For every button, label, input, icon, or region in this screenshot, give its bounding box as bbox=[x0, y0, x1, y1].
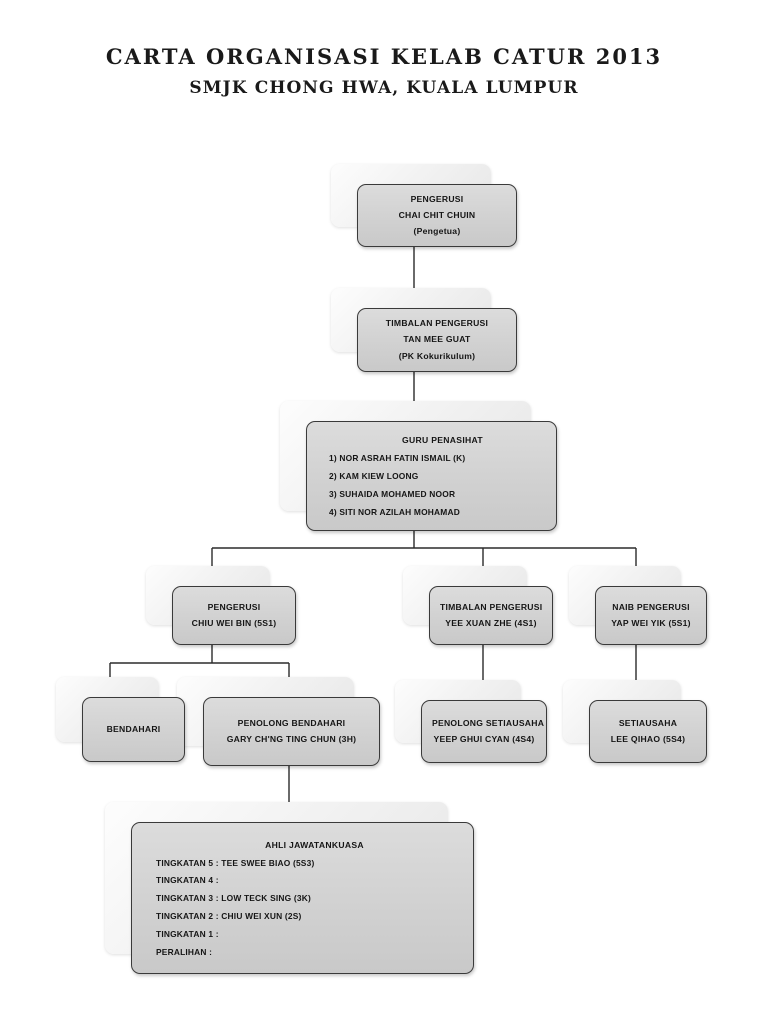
node-name: CHIU WEI BIN (5S1) bbox=[191, 618, 277, 628]
node-name: GARY CH'NG TING CHUN (3H) bbox=[226, 734, 357, 744]
node-penolong-setiausaha[interactable]: PENOLONG SETIAUSAHA YEEP GHUI CYAN (4S4) bbox=[395, 680, 547, 763]
node-role: PENOLONG BENDAHARI bbox=[237, 717, 346, 728]
chart-title: CARTA ORGANISASI KELAB CATUR 2013 SMJK C… bbox=[0, 44, 768, 99]
node-pengerusi-student[interactable]: PENGERUSI CHIU WEI BIN (5S1) bbox=[146, 566, 296, 645]
list-item: PERALIHAN : bbox=[156, 946, 213, 957]
node-card: TIMBALAN PENGERUSI YEE XUAN ZHE (4S1) bbox=[429, 586, 553, 645]
node-pengerusi-top[interactable]: PENGERUSI CHAI CHIT CHUIN (Pengetua) bbox=[331, 164, 517, 247]
node-role: TIMBALAN PENGERUSI bbox=[385, 318, 489, 329]
node-guru-penasihat[interactable]: GURU PENASIHAT 1) NOR ASRAH FATIN ISMAIL… bbox=[280, 401, 557, 531]
node-role: PENOLONG SETIAUSAHA bbox=[432, 717, 545, 728]
list-item: 1) NOR ASRAH FATIN ISMAIL (K) bbox=[329, 453, 466, 464]
node-note: (Pengetua) bbox=[413, 226, 461, 236]
node-role: SETIAUSAHA bbox=[618, 717, 678, 728]
node-card: BENDAHARI bbox=[82, 697, 185, 762]
node-name: YEE XUAN ZHE (4S1) bbox=[445, 618, 537, 628]
list-item: 3) SUHAIDA MOHAMED NOOR bbox=[329, 489, 456, 499]
list-item: TINGKATAN 1 : bbox=[156, 928, 219, 939]
node-naib-pengerusi[interactable]: NAIB PENGERUSI YAP WEI YIK (5S1) bbox=[569, 566, 707, 645]
node-card: AHLI JAWATANKUASA TINGKATAN 5 : TEE SWEE… bbox=[131, 822, 474, 974]
node-setiausaha[interactable]: SETIAUSAHA LEE QIHAO (5S4) bbox=[563, 680, 707, 763]
node-penolong-bendahari[interactable]: PENOLONG BENDAHARI GARY CH'NG TING CHUN … bbox=[177, 677, 380, 766]
node-name: YEEP GHUI CYAN (4S4) bbox=[433, 734, 535, 744]
node-name: CHAI CHIT CHUIN bbox=[398, 209, 476, 220]
node-role: PENGERUSI bbox=[207, 601, 261, 612]
node-card: PENOLONG BENDAHARI GARY CH'NG TING CHUN … bbox=[203, 697, 380, 766]
list-item: 2) KAM KIEW LOONG bbox=[329, 471, 419, 482]
node-role: PENGERUSI bbox=[410, 193, 464, 204]
title-line-1: CARTA ORGANISASI KELAB CATUR 2013 bbox=[105, 44, 663, 69]
node-card: TIMBALAN PENGERUSI TAN MEE GUAT (PK Koku… bbox=[357, 308, 517, 372]
title-line-2: SMJK CHONG HWA, KUALA LUMPUR bbox=[189, 78, 579, 99]
node-name: TAN MEE GUAT bbox=[403, 334, 471, 345]
node-card: PENOLONG SETIAUSAHA YEEP GHUI CYAN (4S4) bbox=[421, 700, 547, 763]
node-ahli-jawatankuasa[interactable]: AHLI JAWATANKUASA TINGKATAN 5 : TEE SWEE… bbox=[105, 802, 474, 974]
node-card: SETIAUSAHA LEE QIHAO (5S4) bbox=[589, 700, 707, 763]
node-role: NAIB PENGERUSI bbox=[612, 601, 690, 612]
node-card: PENGERUSI CHAI CHIT CHUIN (Pengetua) bbox=[357, 184, 517, 247]
node-card: PENGERUSI CHIU WEI BIN (5S1) bbox=[172, 586, 296, 645]
node-role: GURU PENASIHAT bbox=[402, 435, 483, 446]
node-role: TIMBALAN PENGERUSI bbox=[440, 601, 543, 612]
list-item: TINGKATAN 4 : bbox=[156, 875, 219, 886]
node-card: GURU PENASIHAT 1) NOR ASRAH FATIN ISMAIL… bbox=[306, 421, 557, 531]
list-item: TINGKATAN 3 : LOW TECK SING (3K) bbox=[156, 893, 311, 904]
node-role: AHLI JAWATANKUASA bbox=[265, 839, 364, 850]
list-item: 4) SITI NOR AZILAH MOHAMAD bbox=[329, 506, 460, 517]
node-name: LEE QIHAO (5S4) bbox=[610, 734, 686, 744]
node-timbalan-pengerusi-student[interactable]: TIMBALAN PENGERUSI YEE XUAN ZHE (4S1) bbox=[403, 566, 553, 645]
node-name: YAP WEI YIK (5S1) bbox=[611, 618, 691, 628]
node-card: NAIB PENGERUSI YAP WEI YIK (5S1) bbox=[595, 586, 707, 645]
list-item: TINGKATAN 2 : CHIU WEI XUN (2S) bbox=[156, 911, 302, 921]
node-bendahari[interactable]: BENDAHARI bbox=[56, 677, 185, 762]
node-note: (PK Kokurikulum) bbox=[398, 350, 476, 361]
node-timbalan-pengerusi-top[interactable]: TIMBALAN PENGERUSI TAN MEE GUAT (PK Koku… bbox=[331, 288, 517, 372]
list-item: TINGKATAN 5 : TEE SWEE BIAO (5S3) bbox=[156, 857, 315, 868]
node-role: BENDAHARI bbox=[106, 723, 161, 734]
